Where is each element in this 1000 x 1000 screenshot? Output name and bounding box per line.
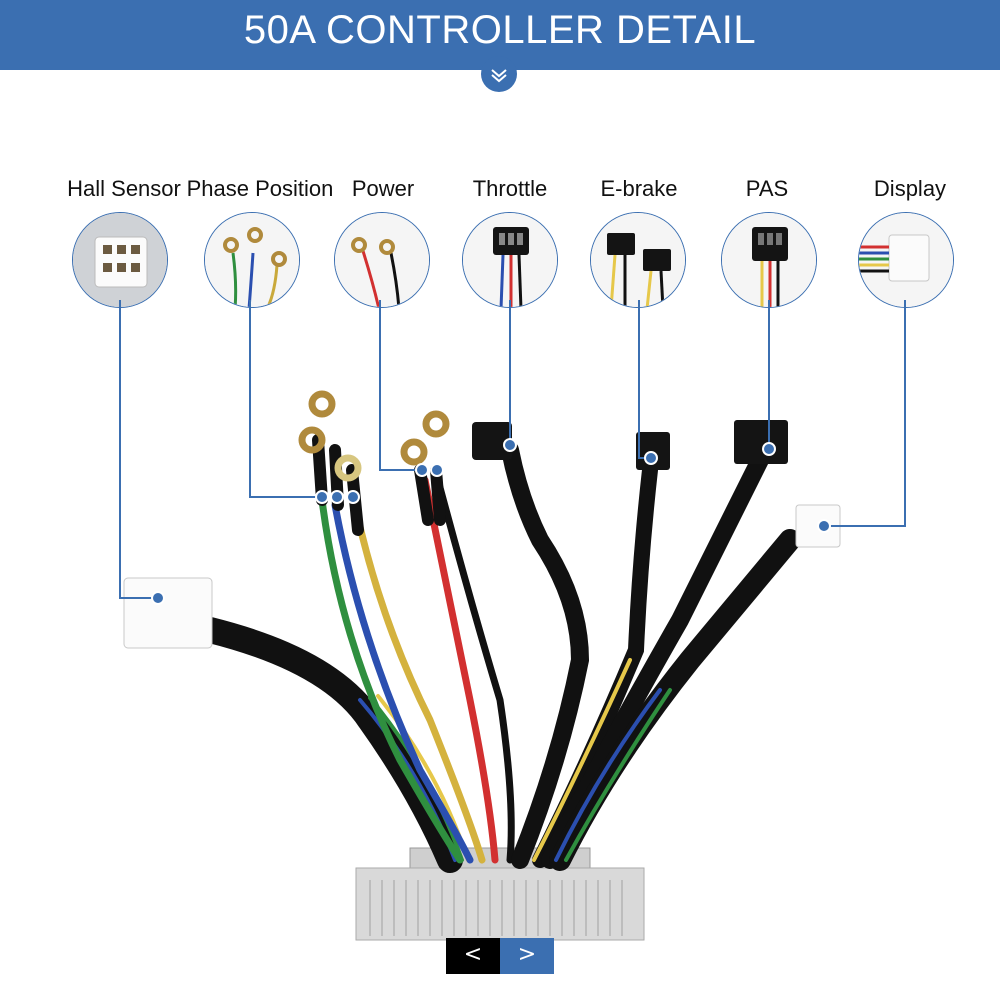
callout-dot-throttle bbox=[503, 438, 517, 452]
leader-lines bbox=[119, 300, 906, 599]
hall-sensor-plug bbox=[123, 577, 213, 649]
pas-connector-icon bbox=[721, 212, 817, 308]
power-ring-terminals-icon bbox=[334, 212, 430, 308]
display-connector-icon bbox=[858, 212, 954, 308]
callout-dot-power-2 bbox=[430, 463, 444, 477]
hall-sensor-connector-icon bbox=[72, 212, 168, 308]
ring-terminals bbox=[298, 390, 450, 482]
label-phase-position: Phase Position bbox=[186, 176, 334, 201]
power-wires bbox=[414, 464, 515, 864]
next-slide-button[interactable]: > bbox=[500, 938, 554, 974]
callout-dot-power-1 bbox=[415, 463, 429, 477]
callout-dot-display bbox=[817, 519, 831, 533]
controller-body bbox=[355, 847, 645, 941]
callout-dot-phase-3 bbox=[346, 490, 360, 504]
page-title: 50A CONTROLLER DETAIL bbox=[243, 8, 757, 52]
label-hall-sensor: Hall Sensor bbox=[67, 176, 181, 201]
callout-dots bbox=[151, 438, 831, 605]
display-wire bbox=[549, 504, 841, 871]
ebrake-connector-icon bbox=[590, 212, 686, 308]
callout-dot-ebrake bbox=[644, 451, 658, 465]
throttle-wire bbox=[472, 422, 590, 869]
callout-dot-phase-1 bbox=[315, 490, 329, 504]
ebrake-wire bbox=[532, 432, 670, 868]
callout-dot-phase-2 bbox=[330, 490, 344, 504]
previous-slide-button[interactable]: < bbox=[446, 938, 500, 974]
callout-dot-pas bbox=[762, 442, 776, 456]
label-throttle: Throttle bbox=[472, 176, 548, 201]
phase-ring-terminals-icon bbox=[204, 212, 300, 308]
hall-sensor-harness bbox=[197, 617, 470, 873]
callout-dot-hall-sensor bbox=[151, 591, 165, 605]
label-display: Display bbox=[873, 176, 947, 201]
chevron-down-icon bbox=[481, 56, 517, 92]
label-e-brake: E-brake bbox=[600, 176, 678, 201]
label-power: Power bbox=[351, 176, 415, 201]
label-pas: PAS bbox=[745, 176, 789, 201]
